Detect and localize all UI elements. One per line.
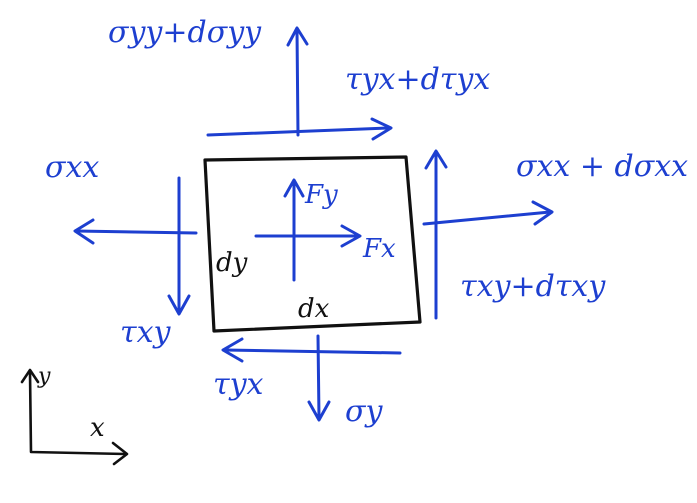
label-fx: Fx	[363, 234, 396, 264]
label-tau-xy: τxy	[120, 315, 171, 350]
tau-yx-bottom-arrow	[221, 337, 402, 363]
label-sigma-y: σy	[345, 394, 383, 429]
label-dy: dy	[216, 248, 248, 278]
sigma-xx-left-arrow	[73, 218, 198, 245]
fx-arrow	[254, 224, 362, 248]
label-tau-xy-plus: τxy+dτxy	[460, 269, 606, 304]
tau-xy-right-arrow	[424, 149, 448, 320]
label-tau-yx-plus: τyx+dτyx	[345, 62, 491, 97]
tau-xy-left-arrow	[167, 176, 191, 316]
label-tau-yx: τyx	[213, 367, 264, 402]
label-axis-y: y	[38, 364, 51, 389]
sigma-xx-right-arrow	[422, 200, 554, 226]
sigma-y-bottom-arrow	[307, 334, 331, 422]
label-sigma-xx-plus: σxx + dσxx	[516, 149, 689, 184]
label-sigma-yy-plus: σyy+dσyy	[108, 15, 262, 50]
sigma-yy-top-arrow	[286, 26, 309, 137]
element-box	[203, 155, 422, 333]
coordinate-axes	[20, 368, 129, 466]
fy-arrow	[283, 178, 305, 282]
label-dx: dx	[298, 294, 330, 324]
label-axis-x: x	[90, 413, 105, 443]
label-sigma-xx: σxx	[45, 150, 100, 185]
tau-yx-top-arrow	[206, 117, 393, 141]
label-fy: Fy	[305, 180, 338, 210]
